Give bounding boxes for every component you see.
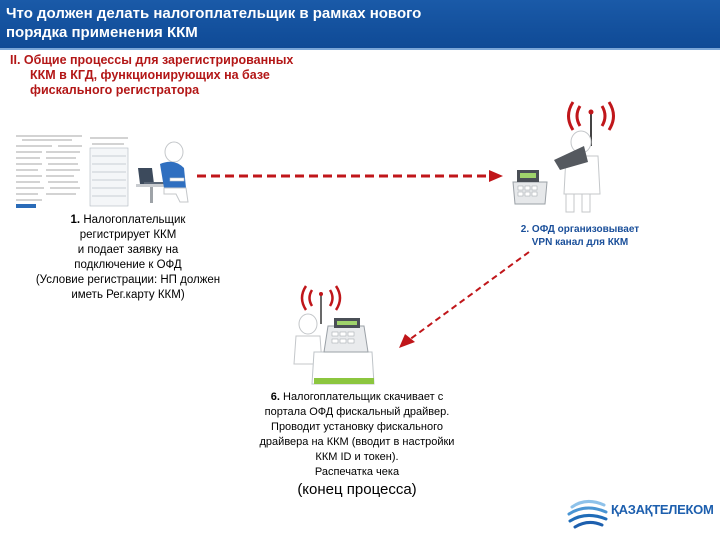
step6-line-6: Распечатка чека xyxy=(314,466,400,478)
registration-form-image xyxy=(12,132,132,214)
step1-line-5: (Условие регистрации: НП должен xyxy=(35,274,221,286)
section-heading-line-1: II. Общие процессы для зарегистрированны… xyxy=(10,53,294,67)
kazakhtelecom-logo xyxy=(567,500,608,529)
step2-line-1: 2. ОФД организовывает xyxy=(520,224,640,235)
step6-line-2: портала ОФД фискальный драйвер. xyxy=(264,406,450,418)
slide-title-line-1: Что должен делать налогоплательщик в рам… xyxy=(6,5,422,22)
section-heading: II. Общие процессы для зарегистрированны… xyxy=(10,53,293,98)
step1-number: 1. xyxy=(70,214,81,226)
slide-title-line-2: порядка применения ККМ xyxy=(6,24,198,41)
step6-caption: 6. Налогоплательщик скачивает с портала … xyxy=(232,390,482,480)
arrow-step1-to-step2 xyxy=(197,170,503,182)
step1-line-3: и подает заявку на xyxy=(77,244,179,256)
slide-title: Что должен делать налогоплательщик в рам… xyxy=(6,4,421,42)
section-heading-line-2: ККМ в КГД, функционирующих на базе xyxy=(30,68,270,82)
step6-number: 6. xyxy=(270,391,280,403)
header-divider xyxy=(0,48,720,50)
step6-line-4: драйвера на ККМ (вводит в настройки xyxy=(259,436,455,448)
step1-line-6: иметь Рег.карту ККМ) xyxy=(71,289,185,301)
step2-line-2: VPN канал для ККМ xyxy=(531,237,629,248)
taxpayer-at-cash-register-icon xyxy=(293,285,375,385)
end-of-process-label: (конец процесса) xyxy=(297,481,417,498)
section-heading-line-3: фискального регистратора xyxy=(30,83,200,97)
step1-caption: 1. Налогоплательщик регистрирует ККМ и п… xyxy=(28,213,228,303)
arrow-step2-to-step6 xyxy=(399,251,530,348)
step6-line-5: ККМ ID и токен). xyxy=(315,451,399,463)
title-bar: Что должен делать налогоплательщик в рам… xyxy=(0,0,720,48)
step1-line-4: подключение к ОФД xyxy=(74,259,182,271)
step2-caption: 2. ОФД организовывает VPN канал для ККМ xyxy=(490,223,670,249)
step1-line-1: Налогоплательщик xyxy=(83,214,186,226)
logo-wordmark: ҚАЗАҚТЕЛЕКОМ xyxy=(611,502,714,517)
step6-line-3: Проводит установку фискального xyxy=(271,421,443,433)
step1-line-2: регистрирует ККМ xyxy=(79,229,177,241)
step6-line-1: Налогоплательщик скачивает с xyxy=(283,391,444,403)
ofd-operator-with-wifi-icon xyxy=(554,101,615,213)
taxpayer-at-laptop-icon xyxy=(136,141,189,203)
cash-register-icon xyxy=(512,170,548,205)
